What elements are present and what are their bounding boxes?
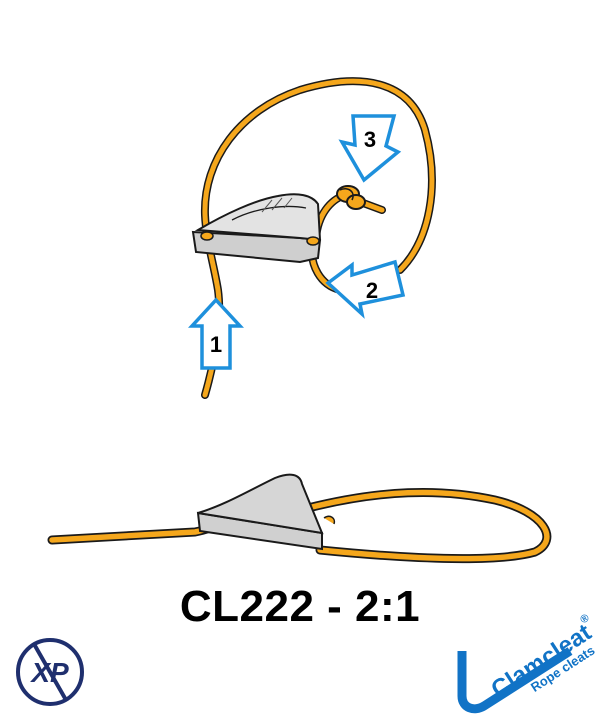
clamcleat-logo: Clamcleat ® Rope cleats (457, 612, 597, 714)
step-1-number: 1 (210, 332, 222, 357)
knot (336, 185, 366, 210)
step-3-arrow: 3 (338, 114, 402, 183)
cleat-top (191, 193, 322, 264)
xp-logo: XP (16, 638, 84, 706)
xp-logo-text: XP (29, 657, 69, 688)
threading-illustration: 1 2 3 (188, 77, 436, 399)
step-2-arrow: 2 (325, 259, 406, 319)
product-title: CL222 - 2:1 (179, 582, 421, 631)
cleat-side (196, 473, 336, 551)
step-2-number: 2 (366, 278, 378, 303)
finished-setup-illustration (47, 473, 552, 564)
step-3-number: 3 (364, 127, 376, 152)
step-1-arrow: 1 (188, 297, 244, 370)
